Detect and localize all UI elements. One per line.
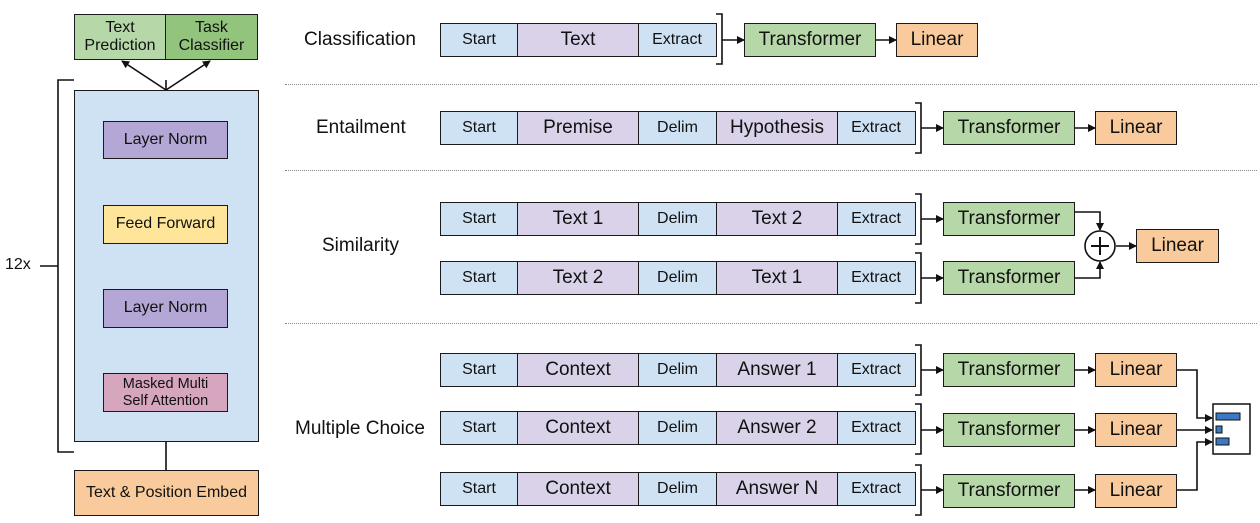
token-text-1: Text 1 [518, 203, 639, 235]
task-label-classification: Classification [304, 29, 416, 50]
token-text-2: Text 2 [717, 203, 838, 235]
input-sequence: Start Premise Delim Hypothesis Extract [440, 111, 916, 145]
transformer-box: Transformer [744, 23, 876, 57]
token-delim: Delim [639, 473, 717, 505]
similarity-sum-icon [1084, 230, 1116, 262]
token-delim: Delim [639, 354, 717, 386]
layer-norm-bottom: Layer Norm [103, 289, 228, 328]
bracket-classification [716, 13, 723, 65]
token-extract: Extract [838, 112, 914, 144]
token-start: Start [441, 203, 518, 235]
token-hypothesis: Hypothesis [717, 112, 838, 144]
transformer-box: Transformer [943, 111, 1075, 145]
input-sequence: Start Text 1 Delim Text 2 Extract [440, 202, 916, 236]
token-delim: Delim [639, 203, 717, 235]
token-start: Start [441, 262, 518, 294]
transformer-box: Transformer [943, 413, 1075, 447]
token-text-1: Text 1 [717, 262, 838, 294]
wire-mc-3 [1177, 438, 1213, 491]
wire-sim-bottom [1075, 261, 1104, 279]
section-divider [285, 323, 1257, 324]
token-extract: Extract [639, 24, 715, 56]
input-sequence: Start Context Delim Answer 2 Extract [440, 411, 916, 445]
input-sequence: Start Context Delim Answer 1 Extract [440, 353, 916, 387]
task-classifier-output: Task Classifier [165, 14, 258, 60]
transformer-box: Transformer [943, 353, 1075, 387]
token-start: Start [441, 473, 518, 505]
section-divider [285, 170, 1257, 171]
input-sequence: Start Text 2 Delim Text 1 Extract [440, 261, 916, 295]
token-extract: Extract [838, 412, 914, 444]
token-extract: Extract [838, 203, 914, 235]
transformer-box: Transformer [943, 202, 1075, 236]
layer-norm-top: Layer Norm [103, 121, 228, 159]
token-delim: Delim [639, 112, 717, 144]
text-prediction-output: Text Prediction [74, 14, 166, 60]
token-start: Start [441, 354, 518, 386]
token-context: Context [518, 473, 639, 505]
wire-mc-1 [1177, 369, 1213, 422]
linear-box: Linear [1095, 474, 1177, 508]
token-context: Context [518, 354, 639, 386]
token-start: Start [441, 112, 518, 144]
repeat-bracket [57, 79, 74, 453]
task-label-entailment: Entailment [316, 117, 406, 138]
input-sequence: Start Text Extract [440, 23, 717, 57]
task-label-multiple-choice: Multiple Choice [295, 418, 425, 439]
token-answer: Answer 2 [717, 412, 838, 444]
token-text-2: Text 2 [518, 262, 639, 294]
softmax-bars-icon [1212, 403, 1251, 455]
token-answer: Answer N [717, 473, 838, 505]
arrow-to-task-classifier [165, 60, 211, 91]
arrow-to-text-prediction [121, 60, 167, 91]
linear-box: Linear [1095, 413, 1177, 447]
linear-box: Linear [1095, 353, 1177, 387]
token-extract: Extract [838, 262, 914, 294]
token-delim: Delim [639, 262, 717, 294]
token-extract: Extract [838, 473, 914, 505]
token-answer: Answer 1 [717, 354, 838, 386]
token-start: Start [441, 24, 518, 56]
token-context: Context [518, 412, 639, 444]
masked-self-attention: Masked Multi Self Attention [103, 373, 228, 412]
token-delim: Delim [639, 412, 717, 444]
linear-box: Linear [1136, 229, 1219, 263]
transformer-box: Transformer [943, 474, 1075, 508]
task-label-similarity: Similarity [322, 235, 400, 256]
token-start: Start [441, 412, 518, 444]
wire-sim-top [1075, 211, 1104, 231]
linear-box: Linear [896, 23, 978, 57]
transformer-box: Transformer [943, 261, 1075, 295]
feed-forward: Feed Forward [103, 205, 228, 244]
linear-box: Linear [1095, 111, 1177, 145]
text-position-embed: Text & Position Embed [74, 470, 259, 516]
section-divider [285, 84, 1257, 85]
input-sequence: Start Context Delim Answer N Extract [440, 472, 916, 506]
token-text: Text [518, 24, 639, 56]
repeat-label: 12x [5, 256, 31, 273]
token-premise: Premise [518, 112, 639, 144]
token-extract: Extract [838, 354, 914, 386]
